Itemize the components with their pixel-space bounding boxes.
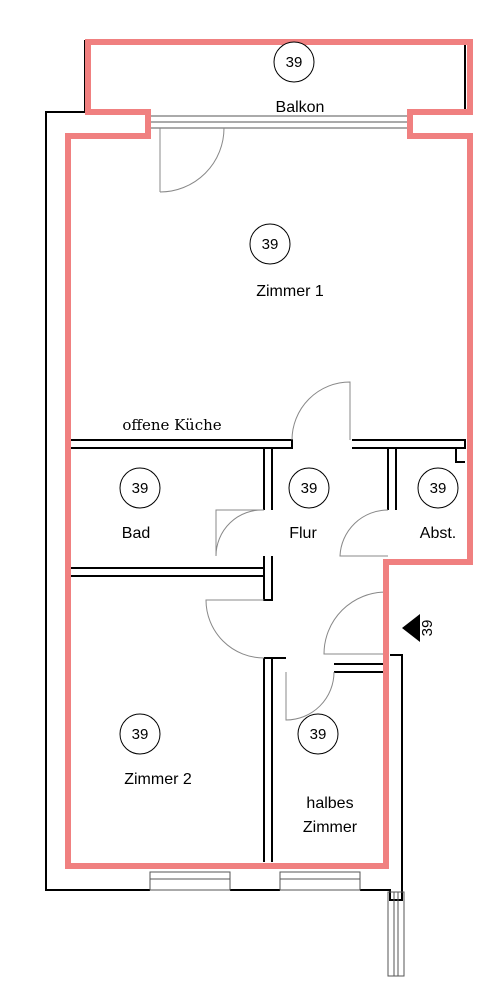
entrance-arrow-icon [402, 614, 420, 642]
entrance-marker: 39 [402, 614, 436, 642]
room-flur: 39 Flur [288, 467, 330, 542]
room-number: 39 [132, 726, 149, 743]
room-label: Zimmer 2 [124, 771, 192, 788]
room-label-line2: Zimmer [303, 819, 358, 836]
bottom-windows [149, 871, 361, 891]
room-abst: 39 Abst. [417, 467, 459, 542]
door-kitchen [291, 381, 351, 441]
room-label-kitchen: offene Küche [122, 416, 221, 434]
room-zimmer2: 39 Zimmer 2 [119, 713, 192, 788]
door-balcony [159, 127, 225, 193]
room-number: 39 [301, 480, 318, 497]
room-number: 39 [286, 54, 303, 71]
room-number-bubble [249, 223, 291, 265]
room-label: Zimmer 1 [256, 283, 324, 300]
door-entrance [323, 591, 387, 655]
apartment-outline [65, 39, 473, 869]
room-number-bubble [288, 467, 330, 509]
door-bad [215, 509, 265, 557]
interior-walls [70, 439, 466, 862]
room-halbes-zimmer: 39 halbes Zimmer [297, 713, 358, 836]
door-swings [159, 127, 389, 721]
room-number-bubble [297, 713, 339, 755]
room-number-bubble [417, 467, 459, 509]
room-label: Abst. [420, 525, 456, 542]
room-number-bubble [119, 467, 161, 509]
door-abst [339, 509, 389, 557]
room-number: 39 [430, 480, 447, 497]
room-number-bubble [119, 713, 161, 755]
room-bad: 39 Bad [119, 467, 161, 542]
door-zimmer2 [205, 599, 265, 659]
entrance-number: 39 [419, 620, 436, 637]
room-label-line1: halbes [306, 795, 353, 812]
room-zimmer1: 39 Zimmer 1 [249, 223, 324, 300]
room-number: 39 [310, 726, 327, 743]
room-label: Bad [122, 525, 150, 542]
room-balkon: 39 Balkon [273, 41, 325, 116]
room-number: 39 [262, 236, 279, 253]
room-label: Flur [289, 525, 317, 542]
room-label: Balkon [276, 99, 325, 116]
balcony-window [150, 115, 410, 129]
side-window [387, 891, 405, 977]
exterior-walls [45, 40, 466, 901]
door-halbes [285, 671, 335, 721]
room-number: 39 [132, 480, 149, 497]
room-number-bubble [273, 41, 315, 83]
